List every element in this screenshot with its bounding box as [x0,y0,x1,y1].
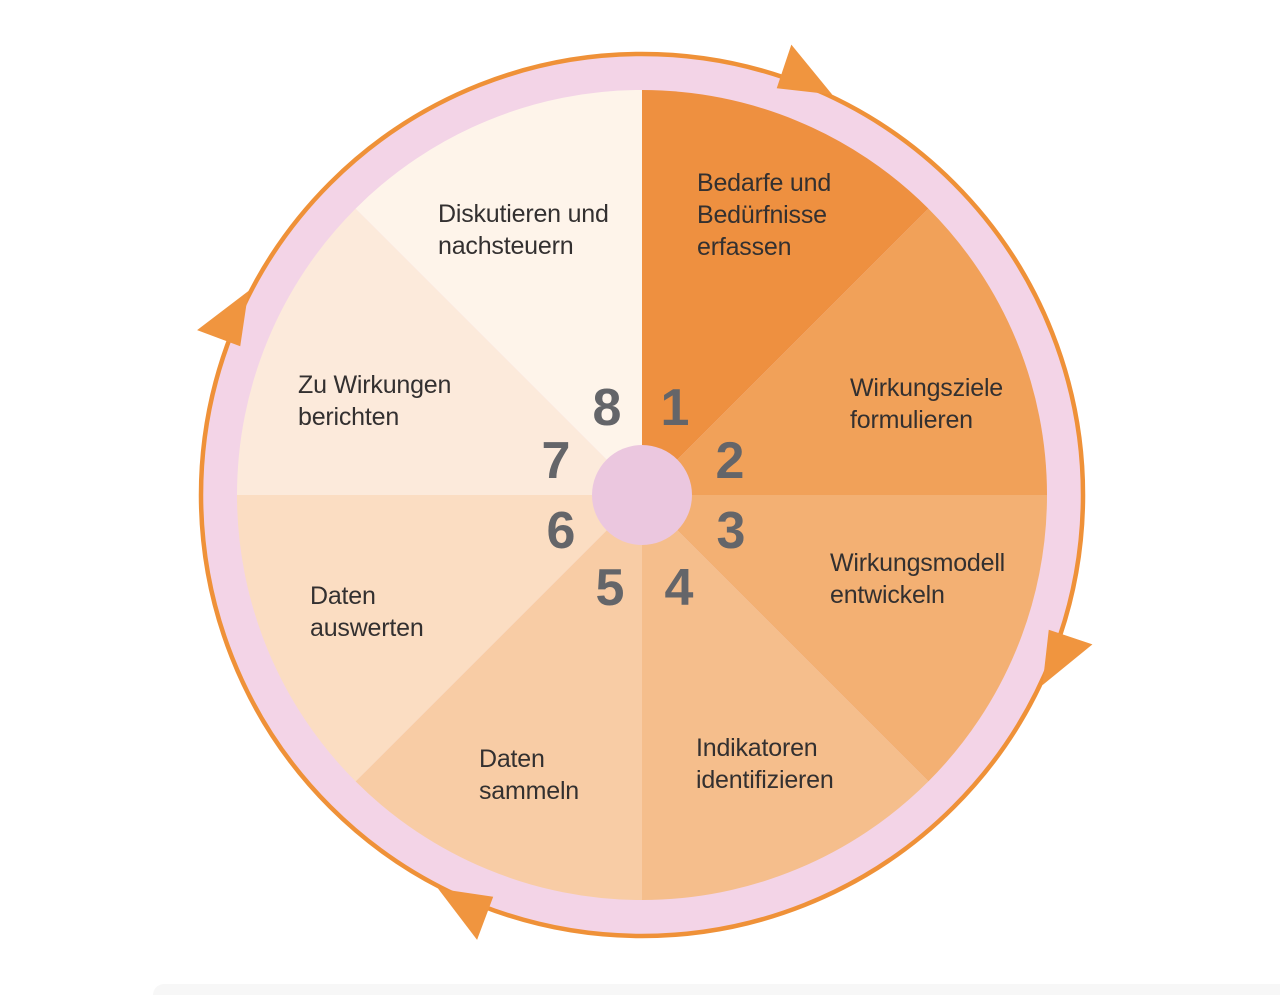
segment-label-6: Daten auswerten [310,582,424,642]
segment-number-4: 4 [664,559,694,617]
segment-number-6: 6 [546,502,576,560]
clockwise-arrow-icon [438,888,494,940]
hub-circle [592,445,692,545]
bottom-card-edge [153,984,1280,995]
segment-number-8: 8 [592,379,622,437]
segment-wedge-4 [642,495,929,900]
segment-wedge-5 [355,495,642,900]
segment-label-2: Wirkungsziele formulieren [850,374,1004,434]
segment-label-3: Wirkungsmodell entwickeln [830,549,1006,609]
segment-wedge-1 [642,90,929,495]
segment-wedge-7 [237,208,642,495]
segment-label-4: Indikatoren identifizieren [696,734,834,794]
cycle-ring-outline [198,51,1086,939]
segment-label-8: Diskutieren und nachsteuern [438,200,609,260]
clockwise-arrow-icon [776,44,833,95]
segment-number-1: 1 [660,379,690,437]
segment-label-5: Daten sammeln [479,745,580,805]
segment-number-7: 7 [541,432,571,490]
segment-wedge-6 [237,495,642,782]
segment-wedge-2 [642,208,1047,495]
segment-wedge-3 [642,495,1047,782]
segment-number-2: 2 [715,432,745,490]
segment-number-5: 5 [595,559,625,617]
clockwise-arrow-icon [1042,629,1093,686]
segment-label-1: Bedarfe und Bedürfnisse erfassen [697,169,832,261]
segment-number-3: 3 [716,502,746,560]
segment-label-7: Zu Wirkungen berichten [298,371,452,431]
segment-wedge-8 [355,90,642,495]
clockwise-arrow-icon [197,291,249,347]
